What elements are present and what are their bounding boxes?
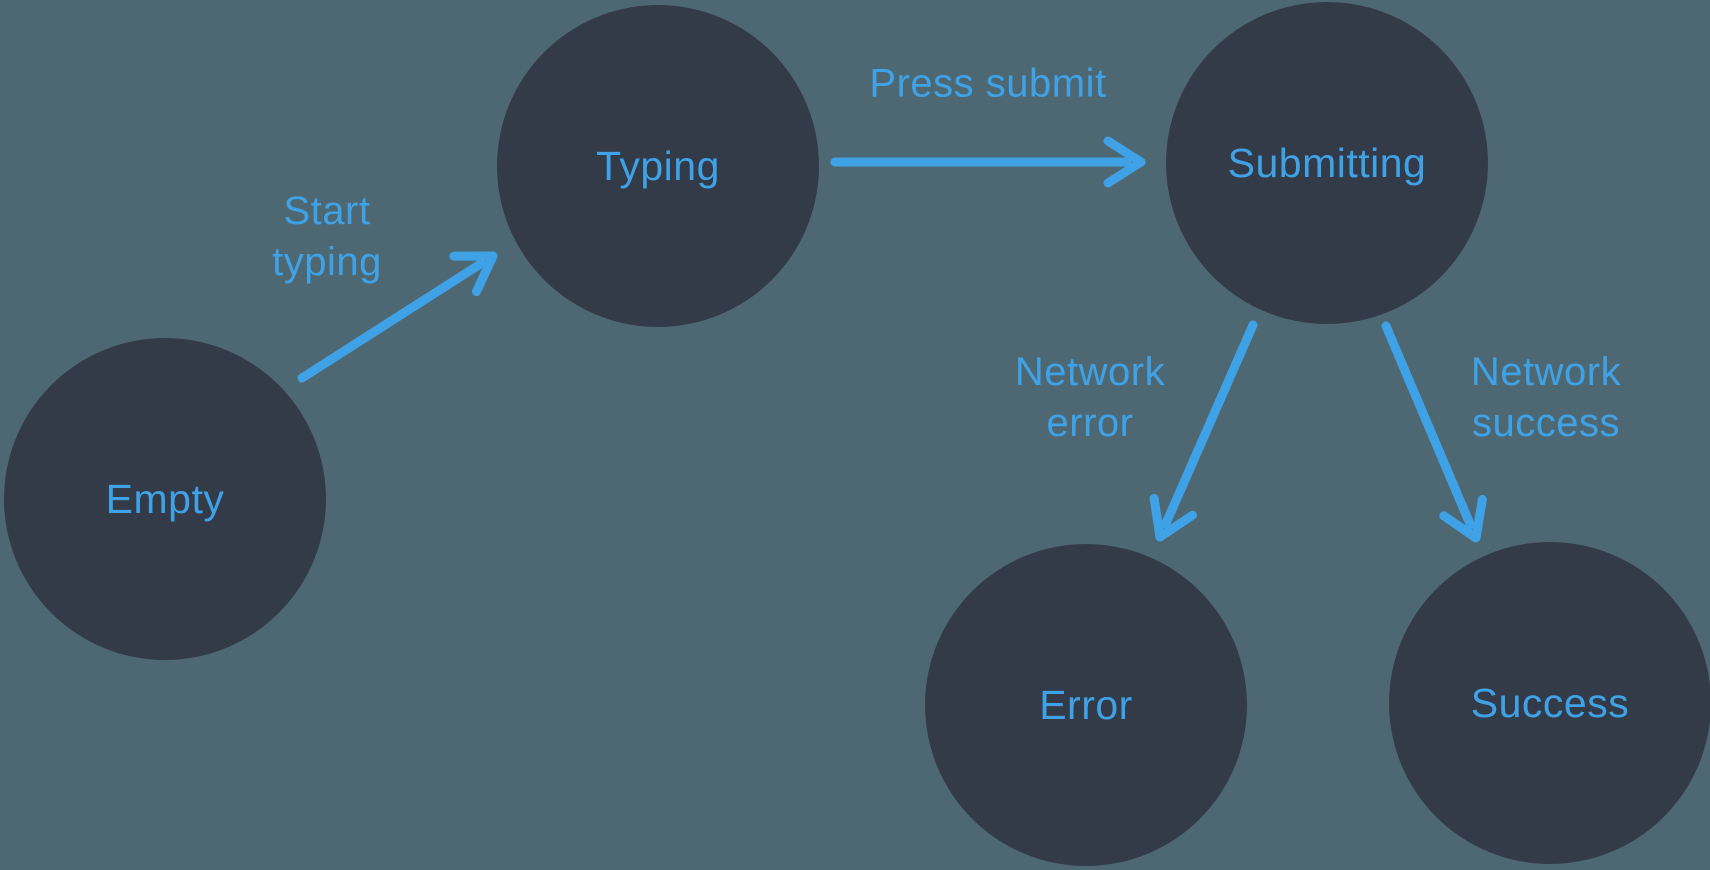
edge-label-network-error: Network error xyxy=(1014,349,1166,445)
state-node-typing: Typing xyxy=(497,5,819,327)
state-node-success: Success xyxy=(1389,542,1710,864)
edge-label-start-typing: Start typing xyxy=(272,188,382,284)
edge-label-press-submit: Press submit xyxy=(869,61,1107,106)
arrow-submitting-to-error-icon xyxy=(1149,320,1258,542)
arrow-typing-to-submitting-icon xyxy=(830,136,1146,188)
state-node-empty: Empty xyxy=(4,338,326,660)
state-label-error: Error xyxy=(1039,681,1133,728)
arrow-submitting-to-success-icon xyxy=(1381,321,1487,543)
state-label-submitting: Submitting xyxy=(1227,139,1427,186)
state-label-empty: Empty xyxy=(105,475,225,522)
edge-label-network-success: Network success xyxy=(1470,349,1622,445)
arrow-empty-to-typing-icon xyxy=(297,251,498,383)
state-node-submitting: Submitting xyxy=(1166,2,1488,324)
state-node-error: Error xyxy=(925,544,1247,866)
state-label-typing: Typing xyxy=(596,142,720,189)
state-label-success: Success xyxy=(1470,679,1630,726)
